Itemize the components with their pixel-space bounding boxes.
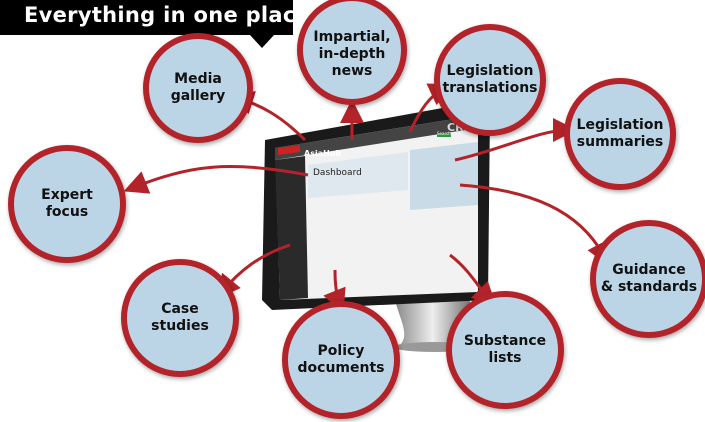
feature-guidance-standards: Guidance & standards <box>590 220 705 338</box>
page-title: Everything in one place <box>24 3 311 27</box>
monitor-search-button: Search <box>437 131 451 136</box>
feature-impartial-news: Impartial, in-depth news <box>297 0 407 105</box>
feature-legislation-summaries: Legislation summaries <box>564 78 676 190</box>
monitor-dashboard-title: Dashboard <box>313 168 362 178</box>
monitor-app-name: AsiaHub <box>304 149 342 158</box>
feature-legislation-translations: Legislation translations <box>434 24 546 136</box>
feature-case-studies: Case studies <box>121 259 239 377</box>
title-banner <box>0 0 293 35</box>
feature-policy-documents: Policy documents <box>282 301 400 419</box>
banner-pointer <box>250 35 274 48</box>
feature-expert-focus: Expert focus <box>8 145 126 263</box>
feature-substance-lists: Substance lists <box>446 291 564 409</box>
feature-media-gallery: Media gallery <box>143 33 253 143</box>
